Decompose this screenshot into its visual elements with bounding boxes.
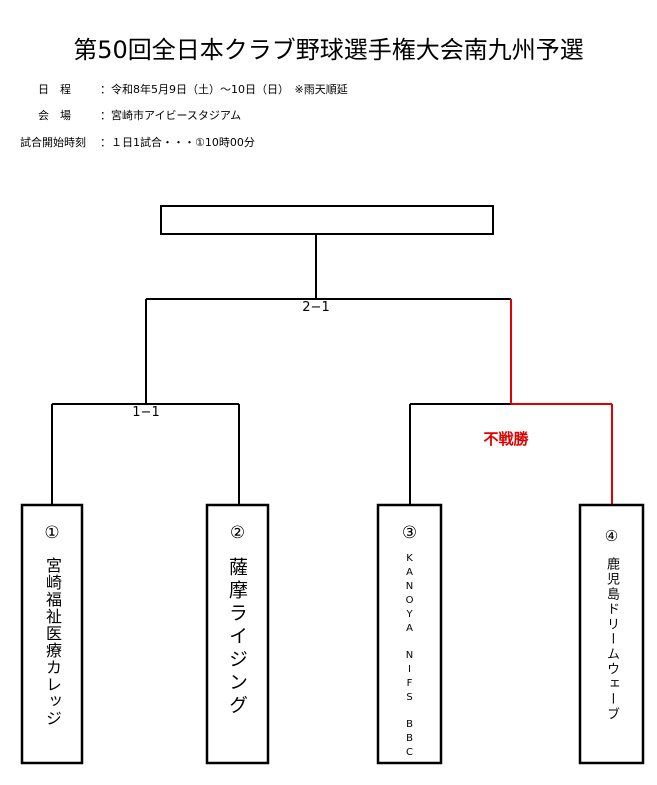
team-4: ④ 鹿児島ドリームウェーブ [580,505,643,763]
team-name: 宮崎福祉医療カレッジ [43,557,62,727]
winner-box [160,205,494,235]
semi1-score: 1−1 [132,405,160,420]
schedule-label: 日 程 [38,83,71,96]
team-seed: ② [229,523,246,543]
start-time-value: ：１日1試合・・・①10時00分 [100,136,255,149]
team3-box [376,503,443,765]
venue-value: ：宮崎市アイビースタジアム [100,109,242,122]
team4-box [578,503,645,765]
schedule-value: ：令和8年5月9日（土）～10日（日） ※雨天順延 [100,83,348,96]
winner-field [161,206,493,234]
team-name: 鹿児島ドリームウェーブ [604,557,619,722]
team-seed: ① [44,523,60,543]
venue-label: 会 場 [38,109,71,122]
team-name: 薩摩ライジング [226,557,248,718]
team2-box [205,503,270,765]
team-1: ① 宮崎福祉医療カレッジ [22,505,82,763]
team-name: KANOYA NIFS BBC [404,553,415,761]
team-seed: ③ [401,523,418,543]
semi2-result: 不戦勝 [483,430,529,448]
team1-box [20,503,84,765]
start-time-label: 試合開始時刻 [20,136,86,149]
final-score: 2−1 [302,300,330,315]
team-3: ③ KANOYA NIFS BBC [378,505,441,763]
page-title: 第50回全日本クラブ野球選手権大会南九州予選 [73,36,584,64]
team-seed: ④ [604,527,619,545]
team-2: ② 薩摩ライジング [207,505,268,763]
